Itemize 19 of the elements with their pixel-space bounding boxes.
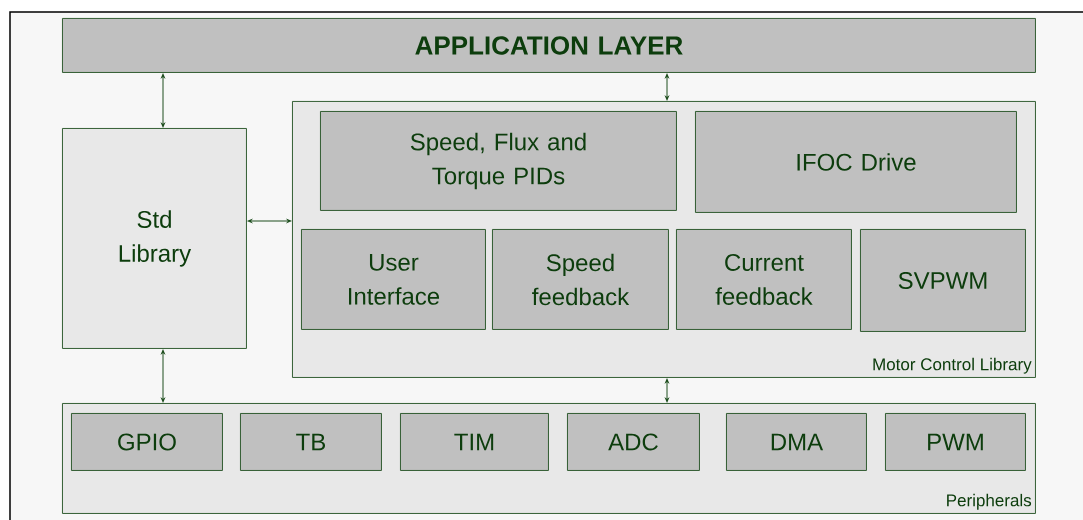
module-box: Speed, Flux and Torque PIDs [320, 111, 677, 211]
arrow [665, 73, 669, 101]
module-box: TB [240, 413, 382, 471]
module-box: Speed feedback [492, 229, 669, 330]
arrow [665, 378, 669, 403]
layer-bar: APPLICATION LAYER [62, 18, 1036, 73]
module-box: Current feedback [676, 229, 852, 330]
module-box: PWM [885, 413, 1026, 471]
module-box: User Interface [301, 229, 486, 330]
module-box: IFOC Drive [695, 111, 1017, 213]
module-box: GPIO [71, 413, 223, 471]
library-box: Std Library [62, 128, 247, 349]
module-box: SVPWM [860, 229, 1026, 332]
module-box: ADC [567, 413, 700, 471]
arrow [247, 219, 292, 223]
arrow [161, 349, 165, 403]
module-box: DMA [726, 413, 867, 471]
module-box: TIM [400, 413, 549, 471]
arrow [161, 73, 165, 128]
